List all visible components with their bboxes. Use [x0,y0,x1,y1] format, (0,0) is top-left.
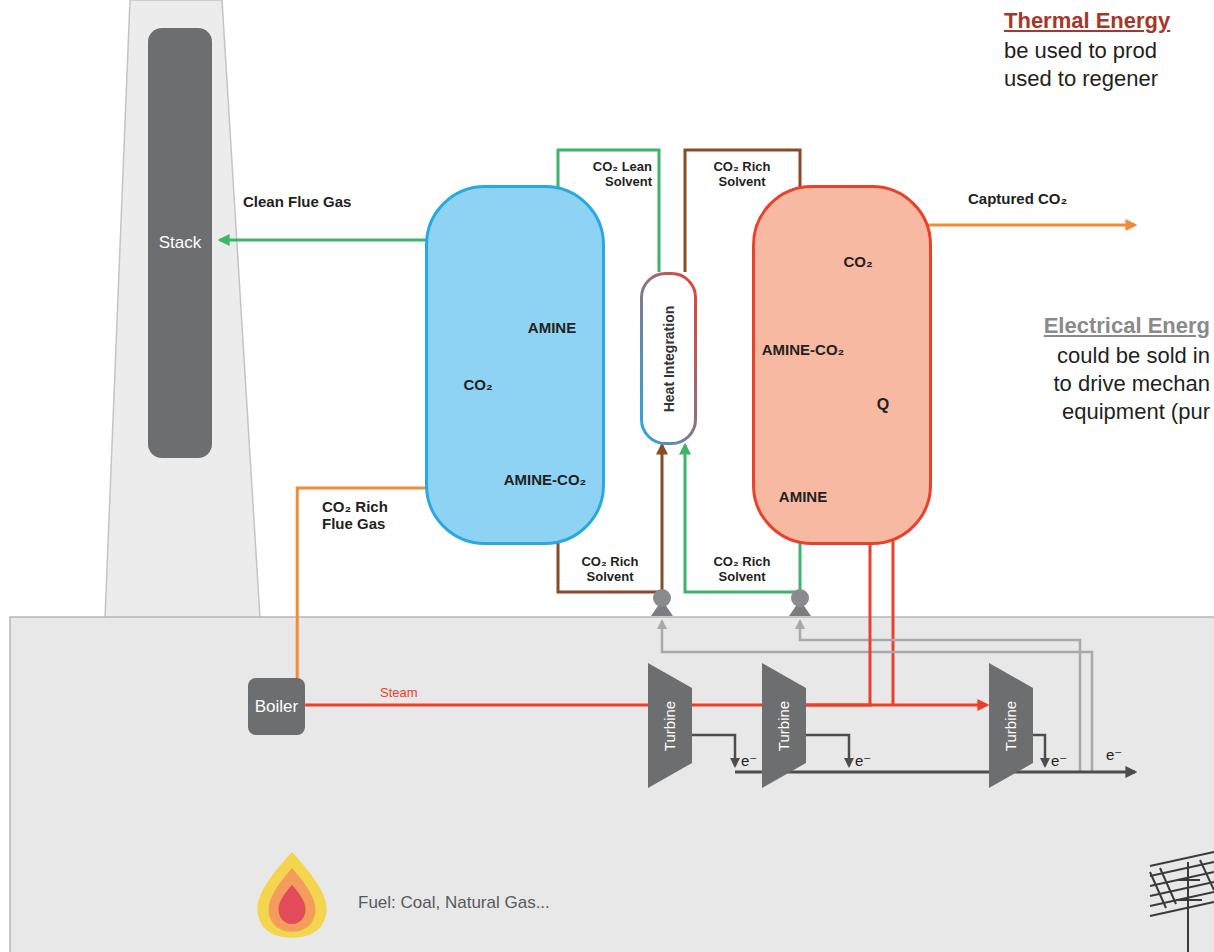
stripper-column: CO₂ AMINE-CO₂ Q AMINE [752,185,932,545]
turbine: Turbine [648,663,692,788]
note-text: could be sold in [1057,343,1210,368]
turbine-body [648,663,692,788]
turbine: Turbine [762,663,806,788]
edge-label: CO₂ Rich Solvent [570,555,650,585]
note-text: be used to prod [1004,38,1157,63]
node-text: Q [877,396,889,414]
turbine-body [989,663,1033,788]
node-text: Turbine [775,700,792,750]
node-text: AMINE [779,488,827,505]
boiler-box: Boiler [248,678,305,735]
electric-line [692,735,735,766]
heat-integration-box: Heat Integration [640,272,697,445]
node-text: Turbine [661,700,678,750]
edge-label: CO₂ Rich Solvent [702,555,782,585]
electron-label: e⁻ [1106,746,1122,763]
electric-line [1033,735,1045,766]
pump-feed-line [800,621,1080,772]
node-text: Boiler [255,697,298,717]
electric-bus [735,771,1135,774]
node-text: Heat Integration [660,305,676,412]
note-text: Thermal Energy [1004,8,1170,33]
edge-label: Steam [380,686,418,701]
electron-label: e⁻ [741,752,757,769]
plant-housing [10,617,1214,952]
heat-exchanger-border [642,274,696,444]
edge-label: CO₂ Lean Solvent [572,160,652,190]
node-text: CO₂ [463,376,492,393]
turbine: Turbine [989,663,1033,788]
stack-outline [105,0,260,618]
note-text: Electrical Energ [1044,313,1210,338]
electron-label: e⁻ [855,752,871,769]
node-text: Turbine [1002,700,1019,750]
electric-line [806,735,849,766]
flow-connector [806,545,870,705]
absorber-column: CO₂ AMINE AMINE-CO₂ [425,185,605,545]
edge-label: Clean Flue Gas [243,193,351,210]
edge-label: CO₂ Rich Flue Gas [322,498,402,533]
note-text: equipment (pur [1062,399,1210,424]
fuel-flame [257,852,326,938]
label-text: Fuel: Coal, Natural Gas... [358,893,550,913]
pump-symbol [651,589,673,616]
note-text: to drive mechan [1053,371,1210,396]
flow-connector [692,704,762,707]
node-text: CO₂ [843,253,872,270]
node-text: Stack [159,233,202,253]
turbine-body [762,663,806,788]
pump-symbol [789,589,811,616]
node-text: AMINE [528,319,576,336]
edge-label: CO₂ Rich Solvent [702,160,782,190]
stack-chimney: Stack [148,28,212,458]
power-pylon [1150,852,1214,952]
note-text: used to regener [1004,66,1158,91]
node-text: AMINE-CO₂ [504,471,587,488]
electron-label: e⁻ [1051,752,1067,769]
flow-connector [305,704,648,707]
label-text: Captured CO₂ [968,190,1067,207]
node-text: AMINE-CO₂ [762,341,845,358]
